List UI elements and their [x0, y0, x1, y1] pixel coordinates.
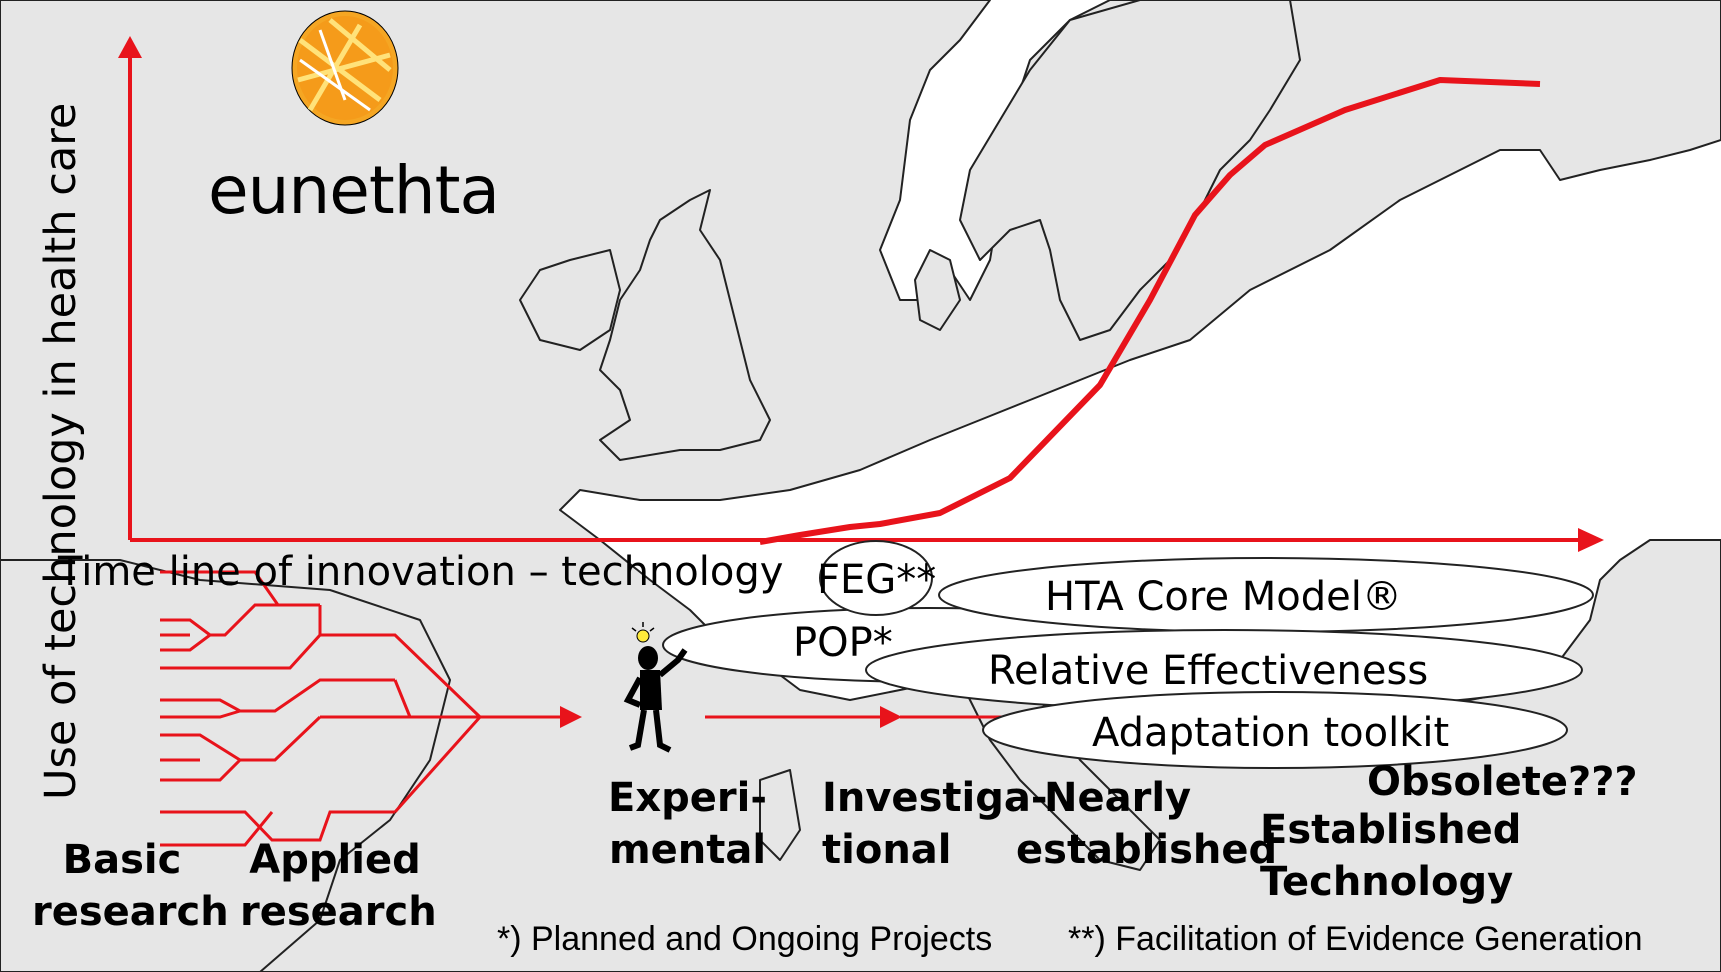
established-line-1: Established — [1260, 807, 1522, 853]
pop-label: POP* — [793, 620, 893, 666]
basic-research-label: Basic research — [32, 834, 229, 938]
ovals — [662, 540, 1594, 769]
footnote-planned: *) Planned and Ongoing Projects — [497, 920, 993, 958]
footnote-facilitation: **) Facilitation of Evidence Generation — [1068, 920, 1643, 958]
feg-label: FEG** — [817, 557, 937, 603]
investigational-line-2: tional — [822, 827, 952, 873]
applied-research-label: Applied research — [240, 834, 437, 938]
oval-feg — [819, 540, 933, 616]
innovation-tree — [160, 570, 1010, 847]
investigational-label: Investiga- tional — [822, 772, 1047, 876]
obsolete-label: Obsolete??? — [1367, 759, 1638, 805]
experimental-line-2: mental — [608, 827, 767, 873]
adaptation-toolkit-label: Adaptation toolkit — [1092, 710, 1450, 756]
eunethta-logo-icon — [291, 10, 399, 126]
sardinia — [759, 769, 801, 861]
y-axis-label: Use of technology in health care — [36, 102, 86, 800]
investigational-line-1: Investiga- — [822, 775, 1048, 821]
scandinavia — [959, 0, 1301, 341]
experimental-line-1: Experi- — [608, 775, 767, 821]
y-axis-arrowhead — [118, 36, 142, 58]
x-axis-label: Time line of innovation – technology — [58, 549, 784, 595]
great-britain — [599, 189, 771, 461]
applied-line-1: Applied — [249, 837, 421, 883]
iberia — [0, 559, 451, 972]
established-line-2: Technology — [1260, 859, 1514, 905]
oval-adaptation — [982, 691, 1568, 769]
tree-arrowhead — [560, 706, 582, 728]
ireland — [519, 249, 621, 351]
adoption-curve — [759, 77, 1541, 545]
axes — [118, 36, 1604, 552]
x-axis-arrowhead — [1578, 528, 1604, 552]
core-model-label: HTA Core Model® — [1045, 574, 1402, 620]
basic-line-2: research — [32, 889, 229, 935]
researcher-with-lightbulb-icon — [623, 622, 688, 753]
logo-wordmark: eunethta — [208, 152, 500, 229]
experimental-label: Experi- mental — [605, 772, 770, 876]
established-technology-label: Established Technology — [1260, 804, 1522, 908]
relative-effectiveness-label: Relative Effectiveness — [988, 648, 1429, 694]
basic-line-1: Basic — [62, 837, 182, 883]
applied-line-2: research — [240, 889, 437, 935]
nearly-line-2: established — [1016, 827, 1278, 873]
nearly-established-label: Nearly established — [1016, 772, 1277, 876]
nearly-line-1: Nearly — [1044, 775, 1192, 821]
stage-arrowhead — [880, 706, 902, 728]
denmark — [914, 249, 961, 331]
